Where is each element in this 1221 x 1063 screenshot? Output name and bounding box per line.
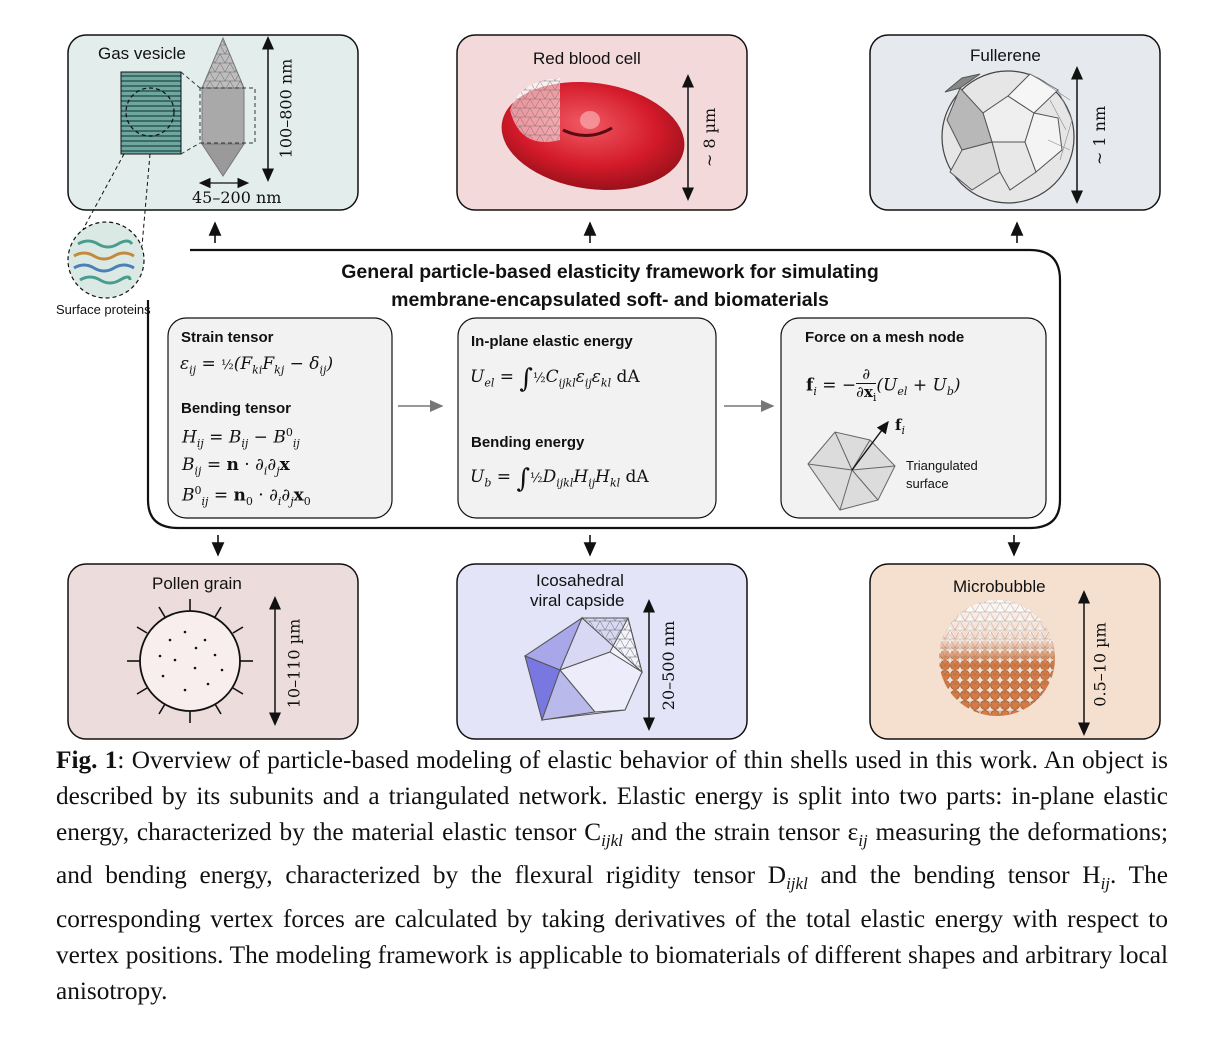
in-plane-energy-title: In-plane elastic energy: [471, 333, 633, 350]
gas-vesicle-illustration: [67, 36, 274, 299]
bending-tensor-eq-1: Hij = Bij − B0ij: [182, 426, 300, 451]
caption-text-5: . The corresponding vertex forces are ca…: [56, 861, 1168, 1005]
strain-tensor-title: Strain tensor: [181, 329, 274, 346]
force-node-label: fi: [895, 416, 905, 437]
capside-illustration: [523, 599, 655, 731]
caption-label: Fig. 1: [56, 746, 118, 774]
caption-sub-1: ijkl: [601, 830, 623, 850]
caption-text: : Overview of particle-based modeling of…: [56, 746, 1168, 846]
pollen-illustration: [127, 596, 281, 726]
force-equation: fi = −∂∂xi(Uel + Ub): [806, 365, 961, 405]
framework-title: General particle-based elasticity framew…: [230, 258, 990, 314]
caption-sub-3: ijkl: [786, 874, 808, 894]
bending-tensor-title: Bending tensor: [181, 400, 292, 417]
bending-tensor-eq-3: B0ij = n0 · ∂i∂jx0: [182, 484, 311, 509]
microbubble-illustration: [939, 590, 1090, 736]
strain-equation: εij = ½(FkiFkj − δij): [180, 354, 334, 377]
caption-sub-4: ij: [1100, 874, 1111, 894]
microbubble-title: Microbubble: [953, 577, 1046, 596]
strain-box: [167, 317, 393, 519]
framework-title-line1: General particle-based elasticity framew…: [341, 261, 879, 283]
capside-title-line1: Icosahedral: [536, 571, 624, 590]
triangulated-label-1: Triangulated: [906, 458, 978, 473]
capside-title-line2: viral capside: [530, 591, 625, 610]
in-plane-energy-equation: Uel = ∫½Cijklεijεkl dA: [470, 364, 640, 394]
pollen-title: Pollen grain: [152, 574, 242, 593]
framework-frame: [146, 248, 1062, 530]
fullerene-size-label: ~ 1 nm: [1090, 105, 1110, 166]
triangulated-surface-illustration: [807, 420, 896, 511]
figure-graphics: [67, 34, 1161, 740]
bending-energy-equation: Ub = ∫½DijklHijHkl dA: [470, 464, 649, 494]
pollen-size-label: 10–110 µm: [284, 618, 304, 709]
gas-vesicle-width-label: 45–200 nm: [192, 188, 282, 207]
triangulated-label-2: surface: [906, 476, 949, 491]
fullerene-title: Fullerene: [970, 46, 1041, 65]
surface-proteins-label: Surface proteins: [56, 302, 151, 317]
capside-size-label: 20–500 nm: [659, 620, 679, 711]
caption-text-2: and the strain tensor ε: [622, 817, 859, 846]
fullerene-illustration: [941, 66, 1083, 204]
framework-title-line2: membrane-encapsulated soft- and biomater…: [391, 289, 829, 311]
caption-text-4: and the bending tensor H: [807, 861, 1101, 890]
caption-text-3: measuring the deformations; and bending …: [56, 817, 1168, 890]
gas-vesicle-title: Gas vesicle: [98, 44, 186, 63]
figure-caption: Fig. 1: Overview of particle-based model…: [56, 743, 1168, 1010]
caption-sub-2: ij: [858, 830, 868, 850]
force-title: Force on a mesh node: [805, 329, 965, 346]
bending-tensor-eq-2: Bij = n · ∂i∂jx: [182, 455, 290, 478]
rbc-title: Red blood cell: [533, 49, 641, 68]
bending-energy-title: Bending energy: [471, 434, 585, 451]
red-blood-cell-illustration: [501, 74, 694, 201]
gas-vesicle-height-label: 100–800 nm: [276, 58, 296, 159]
rbc-size-label: ~ 8 µm: [700, 107, 720, 168]
microbubble-size-label: 0.5–10 µm: [1090, 622, 1110, 707]
energy-box: [457, 317, 717, 519]
